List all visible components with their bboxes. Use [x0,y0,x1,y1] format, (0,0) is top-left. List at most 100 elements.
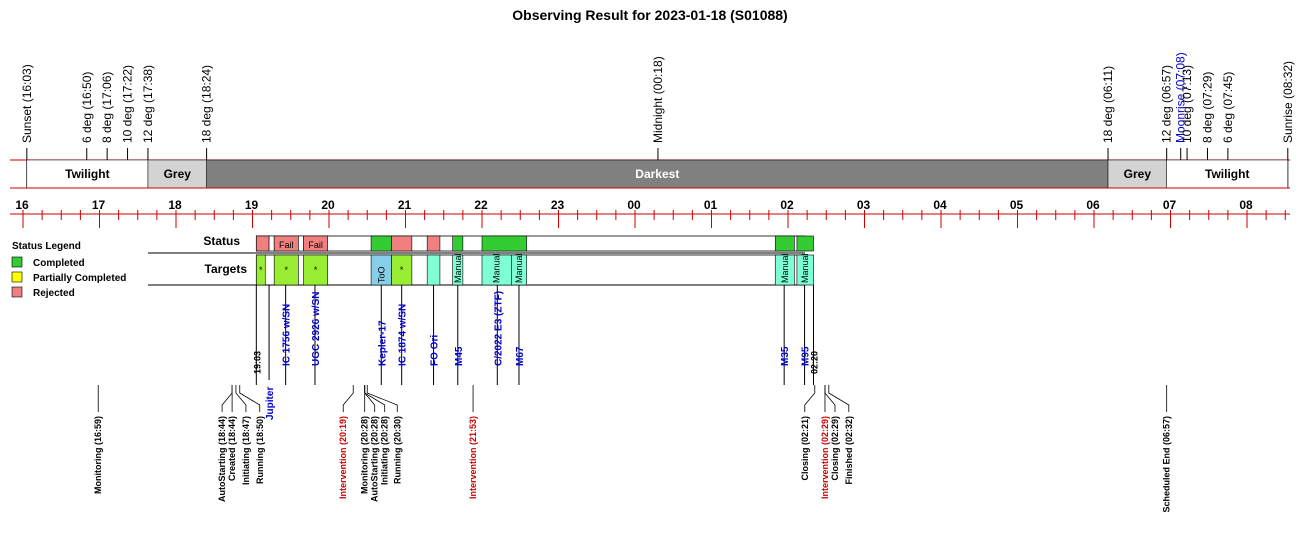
event-leader [824,385,836,412]
target-block-mark: * [314,265,318,275]
hour-tick-label: 16 [15,198,29,212]
status-block-label: Fail [279,240,294,250]
sky-band-label: Darkest [635,167,679,181]
hour-tick-label: 08 [1239,198,1253,212]
status-block-completed [481,235,527,252]
target-label: UGC 2926 w/SN [311,292,322,366]
sky-marker-label: Moonrise (07:08) [1174,52,1188,143]
status-block-rejected [391,235,413,252]
target-label: IC 1756 w/SN [282,304,293,366]
target-block [303,254,329,286]
hour-tick-label: 17 [92,198,106,212]
status-block-none [298,235,304,252]
target-block [256,254,266,286]
sky-band-label: Grey [1124,167,1152,181]
target-block-label: Manual [514,253,524,283]
event-leader [342,385,354,412]
event-label: Intervention (21:53) [468,416,478,499]
sky-marker-label: 12 deg (17:38) [141,65,155,143]
target-block-mark: * [285,265,289,275]
target-block-label: Manual [800,253,810,283]
status-block-completed [370,235,392,252]
hour-tick-label: 21 [398,198,412,212]
target-label: M67 [515,346,526,366]
status-block-rejected [256,235,270,252]
status-block-none [268,235,275,252]
event-label: Running (20:30) [392,416,402,484]
event-leader [239,385,261,412]
event-leader [364,385,386,412]
event-label: Monitoring (16:59) [93,416,103,494]
event-leader [828,385,850,412]
status-block-label: Fail [308,240,323,250]
status-block-completed [452,235,464,252]
hour-tick-label: 23 [551,198,565,212]
target-time-label: 02:20 [810,351,820,374]
sky-markers: Sunset (16:03)6 deg (16:50)8 deg (17:06)… [20,52,1295,188]
event-label: Monitoring (20:28) [360,416,370,494]
event-label: Created (18:44) [227,416,237,481]
target-label: Jupiter [265,387,276,420]
hour-tick-label: 01 [704,198,718,212]
target-label: IC 1874 w/SN [398,304,409,366]
event-label: Running (18:50) [255,416,265,484]
event-label: Intervention (02:29) [820,416,830,499]
hour-tick-label: 05 [1010,198,1024,212]
hour-tick-label: 03 [857,198,871,212]
sky-band-twilight [1166,159,1289,189]
event-leader [221,385,233,412]
event-leader [235,385,247,412]
sky-marker-label: 18 deg (18:24) [200,65,214,143]
hour-tick-label: 06 [1086,198,1100,212]
sky-marker-label: 8 deg (17:06) [100,72,114,143]
hour-tick-label: 07 [1163,198,1177,212]
sky-band-grey [1107,159,1167,189]
legend-item-label: Partially Completed [33,273,126,284]
hour-tick-label: 02 [780,198,794,212]
target-label: M95 [801,346,812,366]
event-label: Initiating (20:28) [380,416,390,485]
target-block-mark: * [400,265,404,275]
event-label: AutoStarting (20:28) [370,416,380,502]
hour-tick-label: 04 [933,198,947,212]
sky-band-label: Grey [164,167,192,181]
sky-marker-label: 6 deg (16:50) [80,72,94,143]
sky-marker-label: 10 deg (07:13) [1180,65,1194,143]
target-label: FO Ori [430,335,441,366]
sky-band-label: Twilight [1205,167,1249,181]
event-leader [804,385,816,412]
event-label: Closing (02:21) [800,416,810,481]
event-label: Finished (02:32) [844,416,854,485]
legend-item-label: Rejected [33,288,75,299]
legend-swatch [11,286,23,298]
sky-marker-label: 10 deg (17:22) [121,65,135,143]
target-block [774,254,795,286]
event-label: Closing (02:29) [830,416,840,481]
target-block-label: ToO [376,266,386,283]
target-block [273,254,299,286]
status-row-frame [255,235,806,252]
target-block-label: Manual [453,253,463,283]
target-time-label: 19:03 [252,351,262,374]
targets-row-frame [255,254,806,286]
hour-tick-label: 19 [245,198,259,212]
status-block-rejected [303,235,329,252]
sky-marker-label: Midnight (00:18) [651,56,665,143]
status-block-completed [796,235,814,252]
status-block-completed [774,235,795,252]
event-leader [366,385,398,412]
target-label: M35 [780,346,791,366]
sky-marker-label: 12 deg (06:57) [1160,65,1174,143]
legend-swatch [11,271,23,283]
status-row-label: Status [203,234,240,248]
hour-tick-label: 22 [474,198,488,212]
legend-title: Status Legend [12,241,81,252]
sky-marker-label: 6 deg (07:45) [1221,72,1235,143]
target-block [796,254,814,286]
